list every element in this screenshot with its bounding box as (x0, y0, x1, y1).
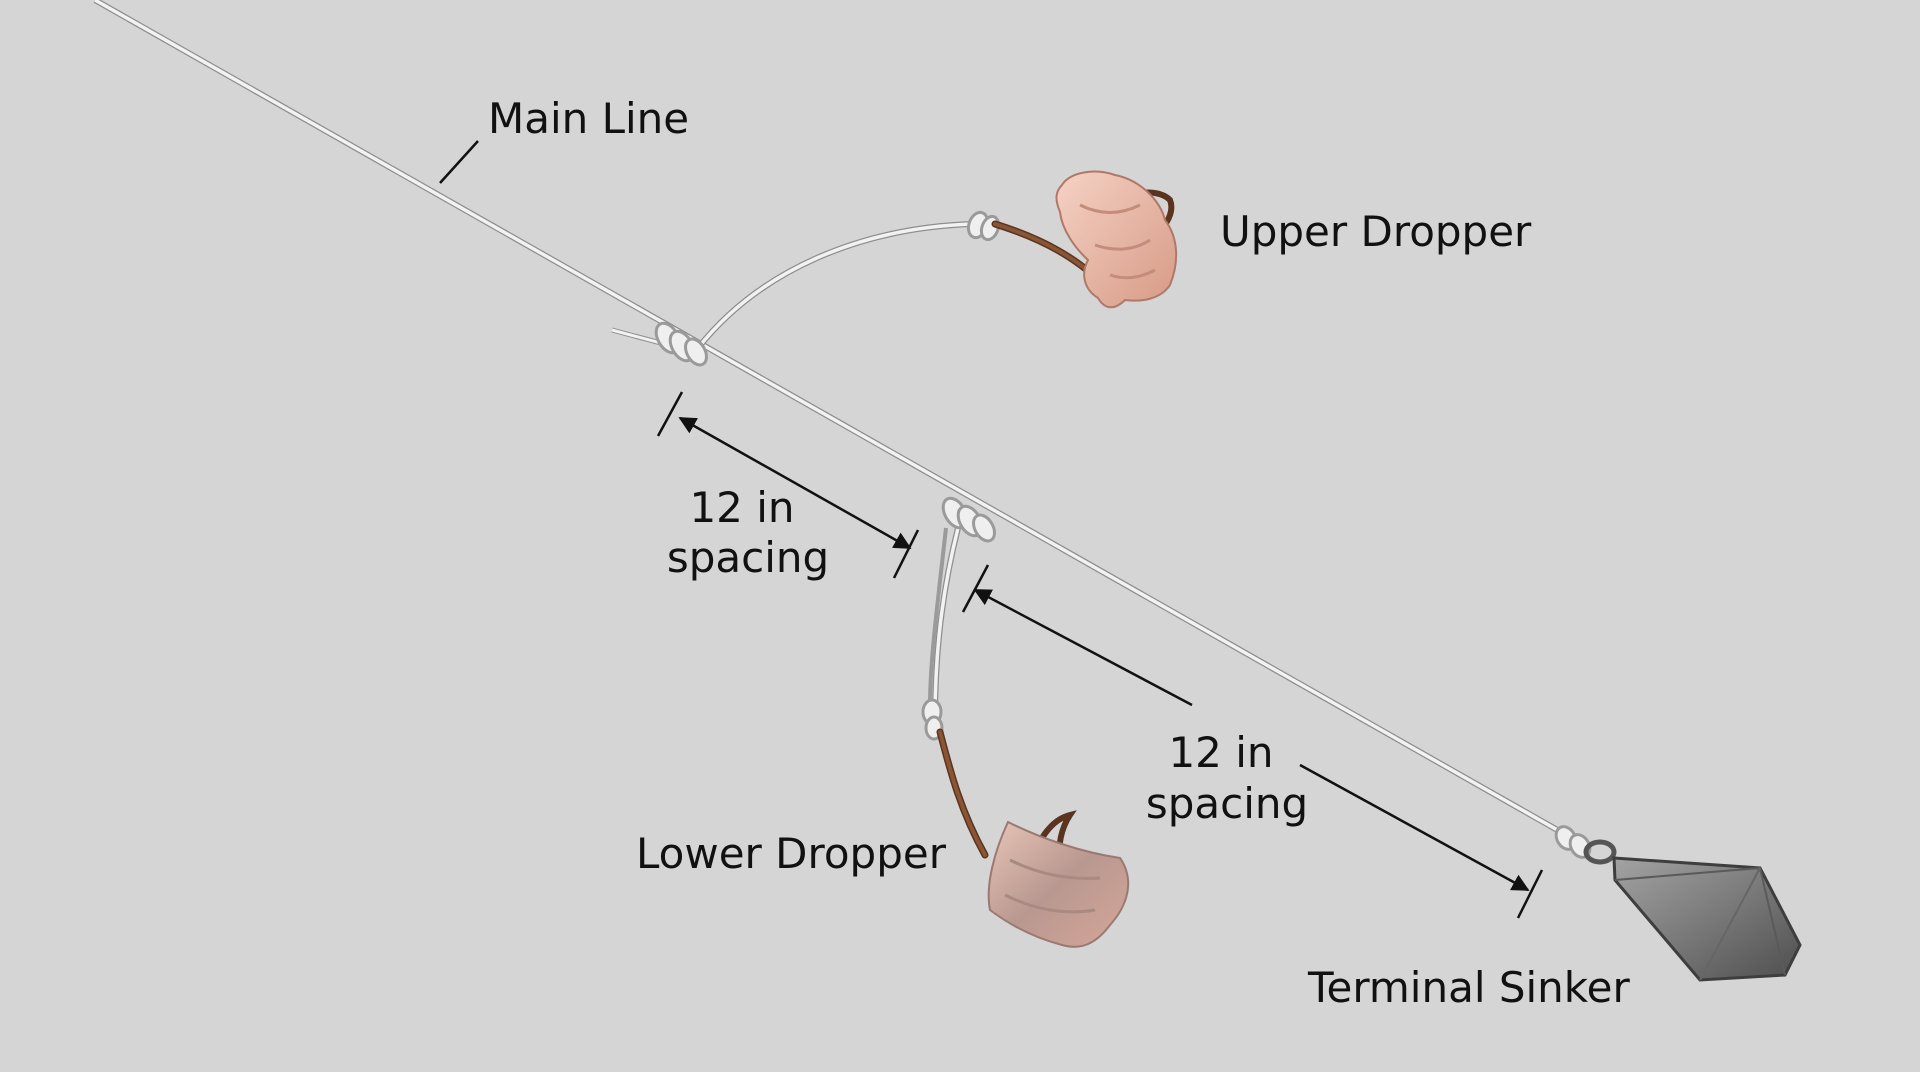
upper-knot (654, 321, 708, 367)
terminal-sinker-label: Terminal Sinker (1307, 963, 1630, 1012)
terminal-sinker (1612, 856, 1802, 982)
lower-dropper-line (928, 527, 961, 721)
upper-dropper-line (611, 221, 973, 350)
upper-bait (1055, 170, 1178, 309)
dimension-tick (961, 564, 990, 613)
main-line-label: Main Line (488, 94, 689, 143)
spacing-label-1-line1: 12 in (689, 483, 794, 532)
spacing-dimension-1 (656, 391, 920, 579)
dimension-tick (656, 391, 684, 437)
main-line-leader (439, 140, 479, 184)
spacing-label-2-line2: spacing (1146, 779, 1308, 828)
upper-hook-eye-knot (966, 210, 1001, 242)
dimension-arrow (973, 588, 1193, 707)
main-line (93, 0, 1577, 843)
lower-knot (941, 496, 996, 543)
spacing-dimension-2 (961, 564, 1544, 919)
upper-dropper-label: Upper Dropper (1220, 207, 1532, 256)
dimension-tick (1516, 869, 1544, 919)
lower-dropper-label: Lower Dropper (636, 829, 947, 878)
dimension-tick (892, 529, 920, 579)
lower-bait (987, 820, 1130, 948)
spacing-label-1-line2: spacing (667, 533, 829, 582)
dimension-arrow (678, 416, 912, 550)
spacing-label-2-line1: 12 in (1168, 728, 1273, 777)
dimension-arrow (1299, 763, 1530, 892)
sinker-ring (1583, 839, 1617, 865)
